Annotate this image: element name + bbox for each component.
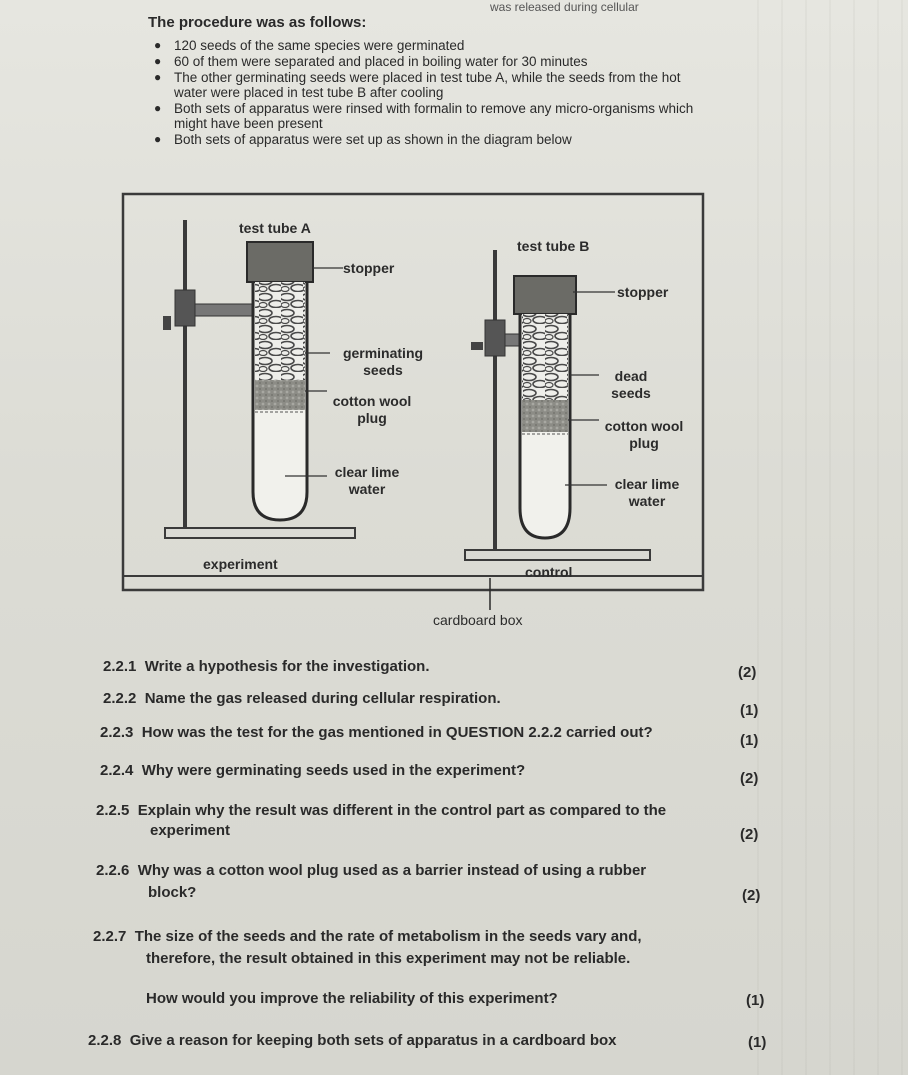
list-item: ● Both sets of apparatus were rinsed wit…: [150, 101, 710, 131]
question-mark: (2): [740, 826, 759, 843]
question-2-2-8: 2.2.8 Give a reason for keeping both set…: [88, 1032, 617, 1050]
bullet-icon: ●: [154, 70, 162, 84]
list-item: ● Both sets of apparatus were set up as …: [150, 132, 710, 147]
question-mark: (1): [748, 1034, 767, 1051]
bullet-text: Both sets of apparatus were rinsed with …: [174, 101, 694, 131]
question-number: 2.2.2: [103, 690, 137, 707]
question-text: The size of the seeds and the rate of me…: [134, 928, 642, 945]
tube-b-label: test tube B: [517, 238, 590, 254]
lime-water-b-label: clear lime water: [614, 476, 680, 509]
question-number: 2.2.8: [88, 1032, 122, 1049]
lime-water-a-label: clear lime water: [334, 464, 400, 497]
question-text-continued: How would you improve the reliability of…: [146, 990, 558, 1007]
cotton-wool-a-label: cotton wool plug: [332, 393, 412, 426]
question-text: Give a reason for keeping both sets of a…: [129, 1032, 617, 1049]
question-number: 2.2.5: [96, 802, 130, 819]
apparatus-drawing: [121, 192, 705, 610]
question-2-2-3: 2.2.3 How was the test for the gas menti…: [100, 724, 653, 742]
question-number: 2.2.3: [100, 724, 134, 741]
bullet-icon: ●: [154, 101, 162, 115]
bullet-text: The other germinating seeds were placed …: [174, 70, 681, 100]
stopper-a-label: stopper: [343, 260, 395, 276]
question-text: Write a hypothesis for the investigation…: [144, 658, 430, 675]
question-mark: (2): [740, 770, 759, 787]
question-mark: (1): [740, 702, 759, 719]
bullet-icon: ●: [154, 132, 162, 146]
bullet-text: 60 of them were separated and placed in …: [174, 54, 588, 69]
question-number: 2.2.7: [93, 928, 127, 945]
question-2-2-5: 2.2.5 Explain why the result was differe…: [96, 802, 666, 820]
question-2-2-4: 2.2.4 Why were germinating seeds used in…: [100, 762, 525, 780]
question-text-continued: block?: [148, 884, 197, 901]
question-2-2-1: 2.2.1 Write a hypothesis for the investi…: [103, 658, 429, 676]
bullet-icon: ●: [154, 54, 162, 68]
list-item: ● The other germinating seeds were place…: [150, 70, 710, 100]
question-mark: (1): [746, 992, 765, 1009]
tube-a-label: test tube A: [239, 220, 311, 236]
question-text-continued: experiment: [150, 822, 231, 839]
procedure-title: The procedure was as follows:: [148, 14, 367, 31]
question-2-2-7: 2.2.7 The size of the seeds and the rate…: [93, 928, 642, 946]
question-2-2-2: 2.2.2 Name the gas released during cellu…: [103, 690, 501, 708]
experiment-label: experiment: [203, 556, 278, 572]
header-clip-text: was released during cellular: [490, 0, 639, 14]
germinating-seeds-label: germinating seeds: [342, 345, 424, 378]
question-number: 2.2.6: [96, 862, 130, 879]
cardboard-box-label: cardboard box: [433, 612, 523, 628]
procedure-list: ● 120 seeds of the same species were ger…: [150, 38, 710, 148]
page-margin: [735, 0, 908, 1075]
list-item: ● 60 of them were separated and placed i…: [150, 54, 710, 69]
question-text: Explain why the result was different in …: [137, 802, 667, 819]
apparatus-diagram: test tube A test tube B stopper stopper …: [105, 180, 710, 655]
question-text: Why was a cotton wool plug used as a bar…: [137, 862, 647, 879]
question-mark: (2): [738, 664, 757, 681]
bullet-text: 120 seeds of the same species were germi…: [174, 38, 465, 53]
question-number: 2.2.1: [103, 658, 137, 675]
question-mark: (2): [742, 887, 761, 904]
question-text: Why were germinating seeds used in the e…: [141, 762, 526, 779]
question-text-continued: therefore, the result obtained in this e…: [146, 950, 631, 967]
list-item: ● 120 seeds of the same species were ger…: [150, 38, 710, 53]
question-text: Name the gas released during cellular re…: [144, 690, 501, 707]
question-number: 2.2.4: [100, 762, 134, 779]
cotton-wool-b-label: cotton wool plug: [604, 418, 684, 451]
dead-seeds-label: dead seeds: [611, 368, 651, 401]
control-label: control: [525, 564, 573, 580]
question-2-2-6: 2.2.6 Why was a cotton wool plug used as…: [96, 862, 646, 880]
stopper-b-label: stopper: [617, 284, 669, 300]
question-mark: (1): [740, 732, 759, 749]
question-text: How was the test for the gas mentioned i…: [141, 724, 653, 741]
bullet-text: Both sets of apparatus were set up as sh…: [174, 132, 572, 147]
bullet-icon: ●: [154, 38, 162, 52]
